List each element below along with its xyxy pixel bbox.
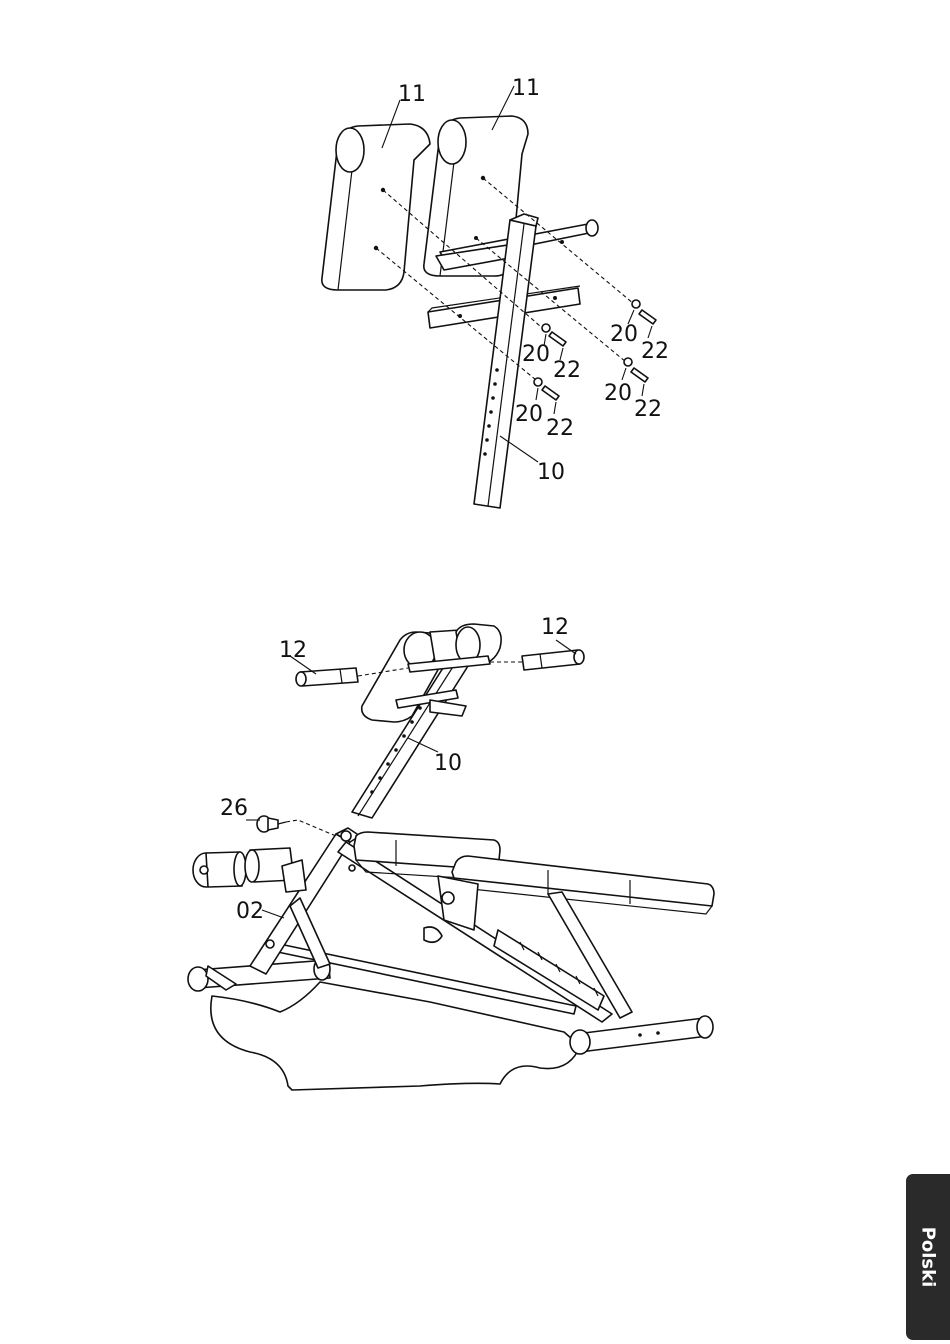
callout-bolt-c: 22 xyxy=(641,339,669,364)
adjustment-knob xyxy=(257,816,286,832)
foam-pad-left xyxy=(322,124,430,290)
callout-pad-left: 11 xyxy=(398,82,426,107)
callout-axle-right: 12 xyxy=(541,615,569,640)
callout-bolt-d: 22 xyxy=(634,397,662,422)
callout-frame: 02 xyxy=(236,899,264,924)
callout-pad-right: 11 xyxy=(512,76,540,101)
callout-bolt-b: 22 xyxy=(546,416,574,441)
hyperextension-pads xyxy=(362,624,501,722)
callout-washer-b: 20 xyxy=(515,402,543,427)
callout-bolt-a: 22 xyxy=(553,358,581,383)
callout-washer-d: 20 xyxy=(604,381,632,406)
callout-washer-c: 20 xyxy=(610,322,638,347)
callout-tube-top: 10 xyxy=(537,460,565,485)
leg-rollers xyxy=(193,848,306,892)
language-tab-label: Polski xyxy=(918,1227,939,1288)
top-assembly-step: 11 11 20 22 20 22 20 22 20 22 10 xyxy=(322,76,669,508)
front-base-tube xyxy=(570,1016,713,1054)
language-tab: Polski xyxy=(906,1174,950,1340)
bottom-assembly-step: 12 12 10 26 02 xyxy=(188,615,714,1090)
callout-axle-left: 12 xyxy=(279,638,307,663)
backrest-pad xyxy=(452,856,714,914)
axle-left xyxy=(296,668,358,686)
callout-washer-a: 20 xyxy=(522,342,550,367)
washer-bolt-set-c xyxy=(632,300,656,324)
callout-knob: 26 xyxy=(220,796,248,821)
callout-tube-bottom: 10 xyxy=(434,751,462,776)
